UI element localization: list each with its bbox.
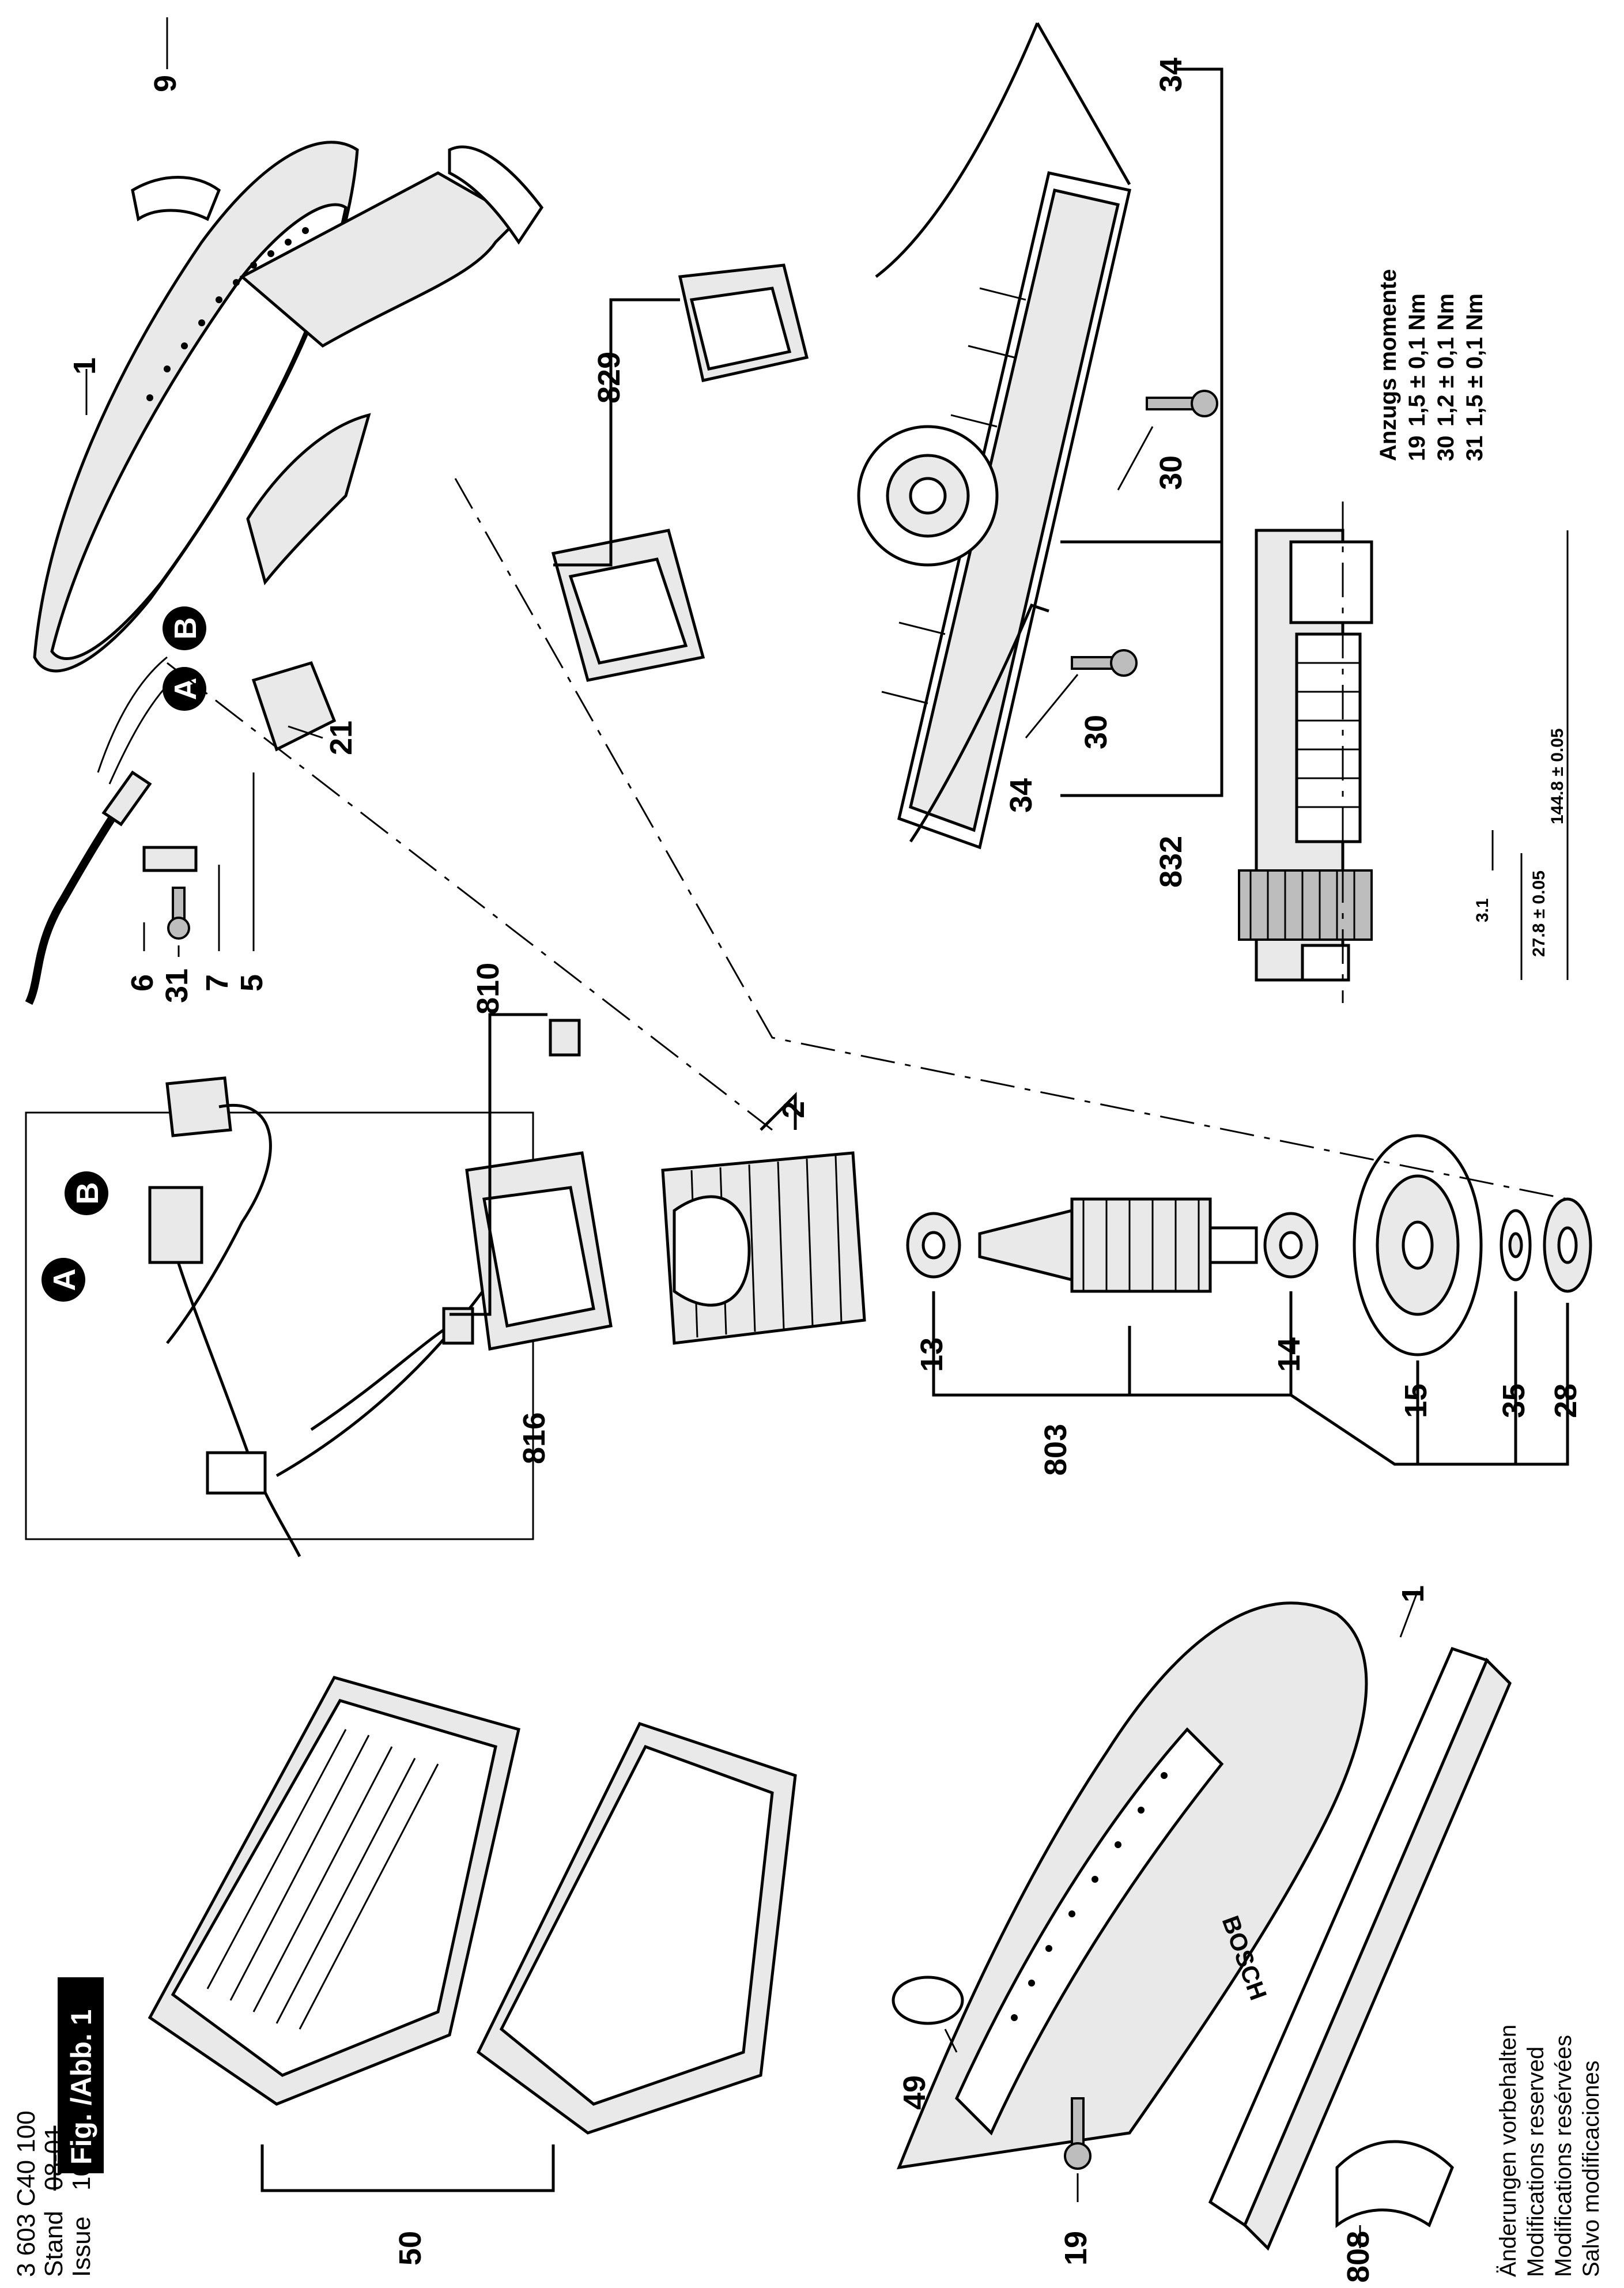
torque-row-pos: 30 [1433,436,1459,462]
stand-label: Stand [40,2211,68,2277]
leader-lines [85,17,1569,2248]
callout-1-bottom: 1 [1396,1585,1430,1603]
svg-text:Änderungen vorbehalten: Änderungen vorbehalten [1495,2025,1521,2277]
power-cable-6 [25,793,130,1005]
svg-text:Salvo modificaciones: Salvo modificaciones [1578,2060,1604,2277]
figure-label-box [58,1977,104,2173]
torque-table: Anzugs momente 19 1,5 ± 0,1 Nm 30 1,2 ± … [1376,269,1487,461]
svg-text:Modifications reserved: Modifications reserved [1523,2046,1549,2277]
grip-dots [1011,1772,1168,2021]
torque-row-value: 1,5 ± 0,1 Nm [1404,293,1430,427]
callout-28: 28 [1549,1384,1583,1418]
assembly-line-1 [167,662,773,1131]
switch-21 [251,661,337,752]
callout-803: 803 [1038,1424,1073,1476]
callout-15: 15 [1399,1384,1433,1418]
cable-clamp-7 [142,846,198,872]
wiring-harness-816 [25,1076,534,1558]
callout-14: 14 [1272,1337,1306,1372]
dim-commutator: 27.8 ± 0.05 [1529,870,1549,957]
issue-label: Issue [67,2217,96,2277]
document-header: 3 603 C40 100 Stand 08-01 Issue 10-03-26… [12,1977,104,2277]
brush-holder-assembly [465,1151,613,1351]
dust-box-top [148,1676,520,2106]
callout-5: 5 [235,974,269,992]
marker-a-left: A [41,1258,85,1302]
callout-50: 50 [393,2231,428,2266]
bracket-50 [260,2144,555,2192]
label-sticker-9 [131,176,221,222]
callout-9: 9 [148,75,183,92]
svg-text:A: A [168,678,203,700]
screw-31 [167,887,190,940]
armature-detail-drawing [1238,502,1373,1003]
clamp-wire-34-bottom [909,603,1049,843]
callout-34-top: 34 [1154,58,1188,92]
cable-strain-relief [101,770,152,827]
housing-vent-dots [146,227,309,401]
torque-title: Anzugs momente [1376,269,1401,461]
svg-text:A: A [47,1269,82,1291]
disclaimer: Änderungen vorbehalten Modifications res… [1495,2025,1604,2277]
callout-2: 2 [776,1101,811,1118]
callout-7: 7 [200,974,235,992]
callout-34-bottom: 34 [1004,778,1038,813]
washer-35 [1500,1209,1532,1281]
torque-row-pos: 31 [1462,436,1487,462]
dim-overall: 144.8 ± 0.05 [1548,728,1567,824]
callout-832: 832 [1154,836,1188,888]
callout-810: 810 [471,963,505,1015]
screw-30-a [1146,390,1218,417]
carbon-brush-810-a [549,1019,581,1057]
callout-35: 35 [1497,1384,1531,1418]
callout-19: 19 [1059,2231,1093,2266]
o-ring-49 [892,1976,964,2025]
armature-rotor [978,1197,1258,1293]
marker-a-top: A [163,667,206,711]
callout-49: 49 [897,2075,932,2110]
clamp-block-829-a [678,263,809,382]
callout-30-a: 30 [1154,455,1188,490]
callout-829: 829 [592,352,626,404]
sanding-base-plate [857,171,1132,850]
callout-6: 6 [125,974,160,992]
bearing-14 [1263,1212,1319,1279]
svg-text:B: B [168,617,203,640]
housing-shell-top [33,141,544,673]
bearing-13 [906,1212,961,1279]
clamp-block-829-b [551,529,705,682]
doc-number: 3 603 C40 100 [12,2110,40,2277]
callout-13: 13 [915,1337,949,1372]
clamp-wire-34-top [875,22,1131,278]
callout-30-b: 30 [1079,715,1113,749]
field-stator-2 [661,1151,866,1345]
torque-row-value: 1,2 ± 0,1 Nm [1433,293,1459,427]
callout-816: 816 [517,1412,552,1464]
callout-808: 808 [1341,2231,1376,2283]
marker-b-top: B [163,606,206,650]
callout-labels: 9 1 829 34 30 30 34 832 21 6 31 7 5 810 … [67,58,1583,2283]
svg-text:B: B [70,1182,105,1205]
marker-b-left: B [65,1171,108,1215]
callout-21: 21 [324,721,358,755]
figure-label: Fig. /Abb. 1 [65,2010,97,2165]
assembly-line-2 [454,478,1568,1200]
callout-31: 31 [160,968,194,1003]
screw-30-b [1071,649,1138,677]
label-sticker-808 [1335,2140,1454,2228]
dim-offset: 3.1 [1473,898,1492,922]
dust-box-bottom [476,1721,797,2135]
counterweight-28 [1543,1197,1592,1293]
torque-row-value: 1,5 ± 0,1 Nm [1462,293,1487,427]
fan-15 [1353,1134,1483,1356]
svg-text:Modifications resérvées: Modifications resérvées [1551,2035,1576,2277]
assembled-sander: BOSCH [897,1601,1512,2251]
torque-row-pos: 19 [1404,436,1430,462]
callout-1-top: 1 [67,357,102,375]
screw-19 [1064,2097,1092,2170]
